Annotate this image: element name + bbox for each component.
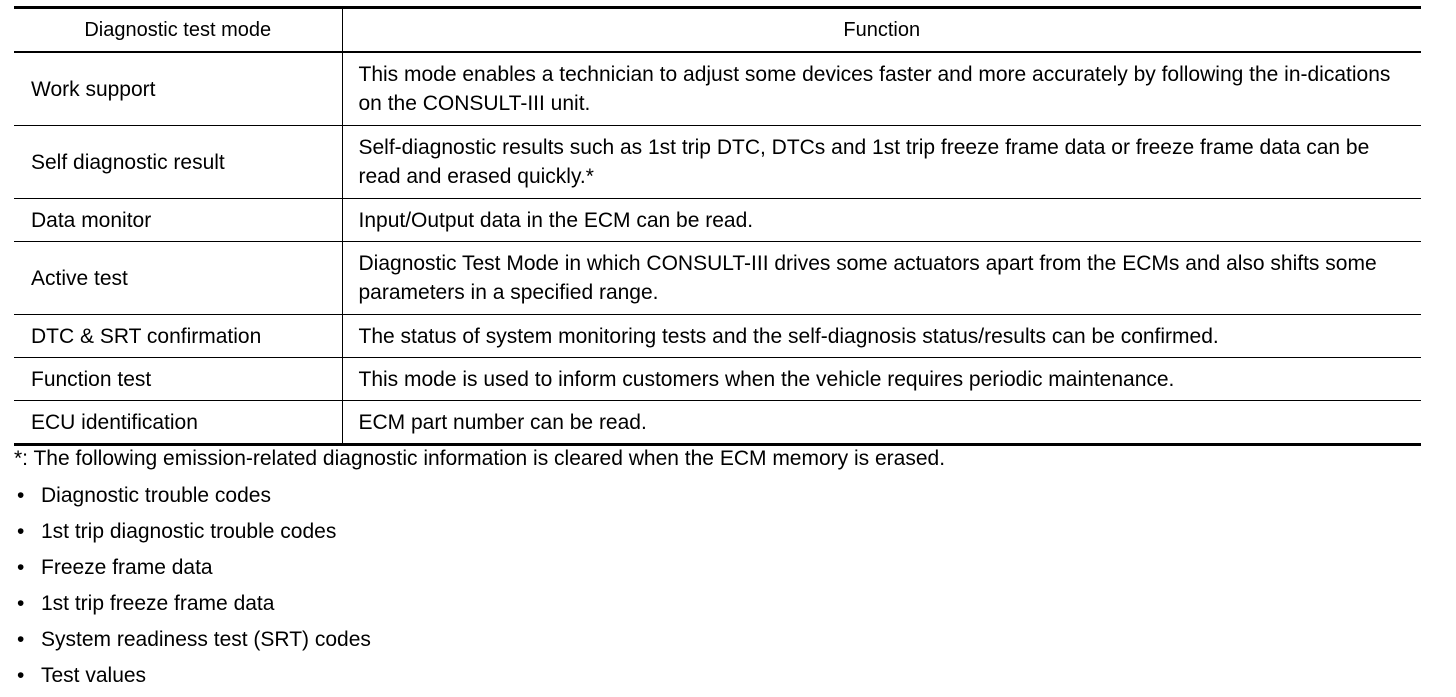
table-row: Work support This mode enables a technic… (14, 52, 1421, 126)
mode-cell: Work support (31, 77, 156, 101)
function-cell: ECM part number can be read. (341, 400, 1421, 445)
mode-cell: ECU identification (14, 400, 342, 445)
list-item: • Freeze frame data (14, 553, 371, 589)
list-item: • 1st trip freeze frame data (14, 589, 371, 625)
bullet-symbol: • (17, 592, 25, 615)
mode-cell: Self diagnostic result (14, 125, 342, 199)
table-row: Self diagnostic result Self-diagnostic r… (14, 125, 1421, 199)
list-item-text: 1st trip diagnostic trouble codes (41, 520, 337, 543)
mode-cell: Function test (14, 357, 342, 401)
list-item: • 1st trip diagnostic trouble codes (14, 517, 371, 553)
list-item: • Test values (14, 661, 371, 697)
bullet-symbol: • (17, 484, 25, 507)
function-cell: This mode enables a technician to adjust… (341, 52, 1421, 126)
list-item-text: 1st trip freeze frame data (41, 592, 275, 615)
header-function: Function (341, 7, 1421, 53)
mode-cell: Data monitor (14, 198, 342, 242)
table-header-row: Diagnostic test mode Function (14, 7, 1421, 53)
function-cell: Input/Output data in the ECM can be read… (341, 198, 1421, 242)
function-cell: Self-diagnostic results such as 1st trip… (341, 125, 1421, 199)
list-item: • Diagnostic trouble codes (14, 481, 371, 517)
mode-cell: DTC & SRT confirmation (14, 314, 342, 358)
bullet-symbol: • (17, 520, 25, 543)
table-row: ECU identification ECM part number can b… (14, 400, 1421, 445)
diagnostic-mode-table: Diagnostic test mode Function Work suppo… (14, 6, 1421, 446)
footnote: *: The following emission-related diagno… (14, 447, 946, 470)
mode-cell: Active test (14, 241, 342, 315)
table-row: Data monitor Input/Output data in the EC… (14, 198, 1421, 242)
bullet-symbol: • (17, 628, 25, 651)
bullet-symbol: • (17, 664, 25, 687)
list-item-text: Diagnostic trouble codes (41, 484, 271, 507)
list-item-text: System readiness test (SRT) codes (41, 628, 371, 651)
function-cell: This mode is used to inform customers wh… (341, 357, 1421, 401)
table-row: DTC & SRT confirmation The status of sys… (14, 314, 1421, 358)
header-diagnostic-test-mode: Diagnostic test mode (14, 7, 342, 53)
list-item-text: Test values (41, 664, 147, 687)
bullet-symbol: • (17, 556, 25, 579)
cleared-info-list: • Diagnostic trouble codes • 1st trip diag… (14, 481, 371, 697)
function-cell: The status of system monitoring tests an… (341, 314, 1421, 358)
list-item: • System readiness test (SRT) codes (14, 625, 371, 661)
table-row: Active test Diagnostic Test Mode in whic… (14, 241, 1421, 315)
function-cell: Diagnostic Test Mode in which CONSULT-II… (341, 241, 1421, 315)
list-item-text: Freeze frame data (41, 556, 213, 579)
document: Diagnostic test mode Function Work suppo… (14, 6, 1421, 446)
table-row: Function test This mode is used to infor… (14, 357, 1421, 401)
